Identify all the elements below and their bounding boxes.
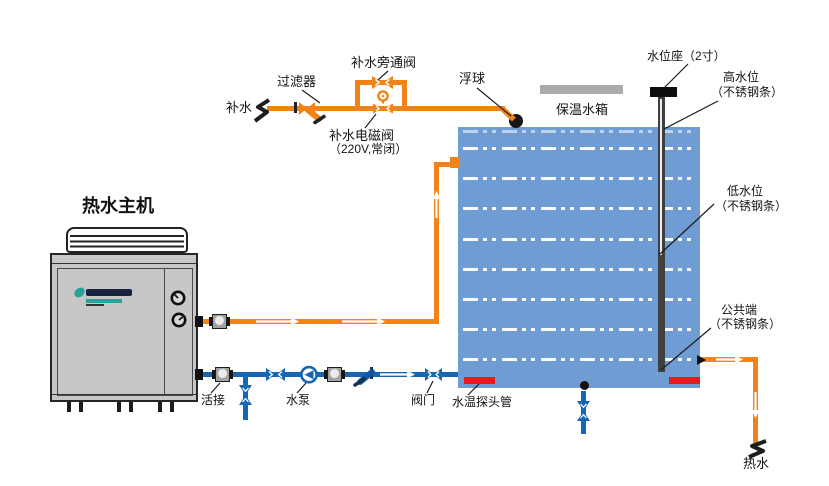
- leader-high-level: [663, 100, 719, 130]
- label-high-level-sub: （不锈钢条）: [711, 85, 784, 99]
- label-valve: 阀门: [411, 393, 436, 407]
- tank-dash-line: [463, 177, 695, 180]
- hot-supply-pipe-inlet: [434, 162, 460, 167]
- label-low-level-sub: （不锈钢条）: [715, 199, 788, 213]
- temp-probe-tube-right: [669, 377, 700, 384]
- label-solenoid-valve: 补水电磁阀: [329, 128, 395, 143]
- label-tank: 保温水箱: [556, 102, 609, 117]
- hot-supply-pipe-horizontal: [202, 319, 439, 324]
- label-bypass-valve: 补水旁通阀: [351, 55, 417, 70]
- temp-probe-tube-left: [464, 377, 495, 384]
- pump-icon: [300, 365, 318, 384]
- float-ball-icon: [509, 114, 523, 128]
- tank-dash-line: [463, 358, 695, 361]
- label-hot-water: 热水: [743, 456, 770, 471]
- drain-valve-icon: [577, 401, 590, 421]
- tank-dash-line: [463, 268, 695, 271]
- drain-connection-dot: [580, 381, 589, 390]
- gauge-icon: [171, 312, 187, 328]
- tank-dash-line: [463, 328, 695, 331]
- label-solenoid-spec: （220V,常闭）: [329, 142, 408, 156]
- bypass-riser-left: [355, 80, 360, 111]
- hot-supply-pipe-vertical: [434, 162, 439, 324]
- bypass-valve-icon: [372, 76, 393, 89]
- leader-solenoid-valve: [364, 113, 377, 129]
- level-sensor-inner-line: [660, 99, 662, 255]
- unit-foot: [158, 402, 174, 412]
- brand-wordmark: [86, 289, 132, 296]
- label-temp-probe: 水温探头管: [452, 395, 513, 409]
- unit-panel-divider: [164, 268, 165, 394]
- level-sensor-icon: [658, 97, 665, 372]
- gate-valve-icon: [266, 368, 285, 381]
- leader-union: [210, 382, 221, 394]
- check-valve-icon: [353, 367, 375, 387]
- unit-outlet-stub: [195, 316, 203, 327]
- label-union: 活接: [201, 393, 226, 407]
- leader-float-ball: [476, 87, 512, 117]
- fan-grille-lines: [70, 232, 184, 249]
- union-icon: [324, 367, 345, 382]
- solenoid-valve-icon: [373, 90, 393, 114]
- unit-base-seam: [52, 394, 196, 395]
- fan-grille-icon: [66, 227, 188, 253]
- tank-water-line: [463, 130, 695, 133]
- brand-logo: [72, 286, 136, 309]
- gauge-icon: [170, 290, 186, 306]
- hot-outlet-pipe-vertical: [753, 357, 758, 443]
- hot-outlet-pipe-horizontal: [700, 357, 758, 362]
- drain-valve-icon: [239, 385, 252, 405]
- brand-tagline: [86, 299, 122, 303]
- tank-inlet-stub: [450, 157, 460, 168]
- tank-dash-line: [463, 147, 695, 150]
- union-icon: [209, 314, 230, 329]
- label-level-seat: 水位座（2寸）: [647, 49, 726, 63]
- leader-valve: [426, 380, 434, 394]
- pipe-break-icon: [748, 439, 767, 459]
- brand-logo-swoosh: [72, 286, 87, 299]
- label-common: 公共端: [721, 303, 758, 317]
- label-host-title: 热水主机: [82, 196, 154, 216]
- filter-strainer-icon: [294, 102, 326, 125]
- label-low-level: 低水位: [727, 184, 764, 198]
- unit-front-panel: [57, 268, 193, 396]
- label-float-ball: 浮球: [459, 71, 486, 86]
- label-makeup-water: 补水: [226, 100, 253, 115]
- label-high-level: 高水位: [723, 70, 760, 84]
- water-level-seat-icon: [650, 87, 677, 97]
- bypass-riser-right: [402, 80, 407, 111]
- unit-foot: [67, 402, 83, 412]
- gate-valve-icon: [425, 368, 442, 381]
- unit-inlet-stub: [195, 369, 203, 380]
- brand-subline: [86, 304, 104, 306]
- label-common-sub: （不锈钢条）: [709, 317, 782, 331]
- insulation-bar: [540, 85, 623, 94]
- label-filter: 过滤器: [277, 74, 317, 89]
- unit-foot: [117, 402, 133, 412]
- tank-dash-line: [463, 207, 695, 210]
- leader-level-seat: [663, 63, 689, 89]
- heat-pump-unit: [50, 253, 198, 402]
- unit-top-seam: [52, 263, 196, 264]
- union-icon: [212, 367, 233, 382]
- tank-dash-line: [463, 238, 695, 241]
- label-pump: 水泵: [286, 393, 311, 407]
- tank-dash-line: [463, 298, 695, 301]
